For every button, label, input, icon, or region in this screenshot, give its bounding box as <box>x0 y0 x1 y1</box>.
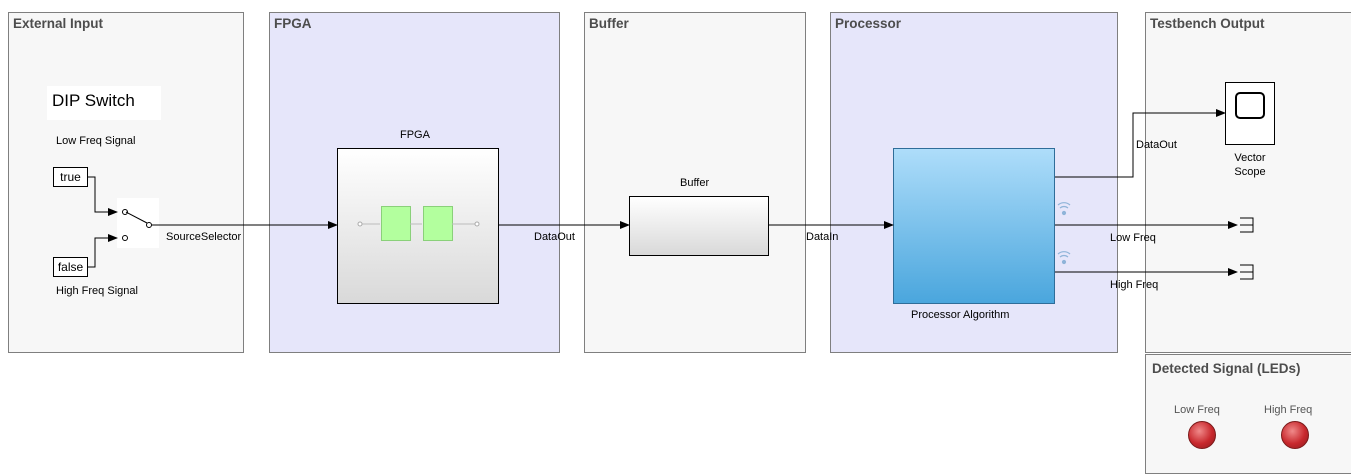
area-external-input[interactable]: External Input <box>8 12 244 353</box>
switch-contact-bottom <box>122 235 128 241</box>
fpga-inner-port-in <box>357 221 363 227</box>
vector-scope-label: Vector Scope <box>1228 151 1272 179</box>
constant-true-block[interactable]: true <box>53 167 88 187</box>
area-title: Processor <box>835 16 902 31</box>
constant-false-value: false <box>57 260 84 274</box>
fpga-inner-block-1 <box>381 206 411 241</box>
area-title: Testbench Output <box>1150 16 1265 31</box>
vector-scope-block[interactable] <box>1225 82 1275 145</box>
area-title: Buffer <box>589 16 629 31</box>
area-buffer[interactable]: Buffer <box>584 12 806 353</box>
vector-scope-label-text: Vector Scope <box>1234 152 1266 178</box>
processor-algorithm-block[interactable] <box>893 148 1055 304</box>
high-freq-signal-label: High Freq Signal <box>56 285 138 297</box>
signal-label-data-out: DataOut <box>534 231 575 243</box>
terminator-low-freq-icon <box>1240 217 1254 233</box>
area-title: FPGA <box>274 16 312 31</box>
terminator-high-freq-icon <box>1240 264 1254 280</box>
switch-contact-out <box>146 222 152 228</box>
buffer-block[interactable] <box>629 196 769 256</box>
area-title: External Input <box>13 16 104 31</box>
led-label-low-freq: Low Freq <box>1174 404 1220 416</box>
signal-label-data-in: DataIn <box>806 231 839 243</box>
dip-switch-label: DIP Switch <box>47 86 161 120</box>
wire-false-to-switch <box>88 234 118 268</box>
fpga-block[interactable] <box>337 148 499 304</box>
fpga-inner-port-out <box>474 221 480 227</box>
led-label-high-freq: High Freq <box>1264 404 1313 416</box>
low-freq-signal-label: Low Freq Signal <box>56 135 136 147</box>
led-low-freq[interactable] <box>1188 421 1216 449</box>
signal-label-low-freq: Low Freq <box>1110 232 1156 244</box>
switch-contact-top <box>122 209 128 215</box>
signal-label-data-out-processor: DataOut <box>1136 139 1177 151</box>
area-detected-signal[interactable]: Detected Signal (LEDs) <box>1145 354 1351 474</box>
scope-screen-icon <box>1235 92 1265 119</box>
wire-true-to-switch <box>88 176 118 216</box>
switch-lever <box>125 211 148 224</box>
processor-algorithm-label: Processor Algorithm <box>911 309 1010 321</box>
signal-label-source-selector: SourceSelector <box>166 231 242 243</box>
area-testbench-output[interactable]: Testbench Output <box>1145 12 1351 353</box>
buffer-block-label: Buffer <box>680 177 710 189</box>
signal-label-high-freq: High Freq <box>1110 279 1159 291</box>
constant-true-value: true <box>60 170 81 184</box>
led-high-freq[interactable] <box>1281 421 1309 449</box>
wireless-badge-high-icon <box>1057 251 1071 258</box>
area-title: Detected Signal (LEDs) <box>1152 361 1301 376</box>
wire-to-scope <box>1055 109 1226 178</box>
constant-false-block[interactable]: false <box>53 257 88 277</box>
fpga-inner-block-2 <box>423 206 453 241</box>
wireless-badge-low-icon <box>1057 202 1071 209</box>
fpga-block-label: FPGA <box>400 129 430 141</box>
